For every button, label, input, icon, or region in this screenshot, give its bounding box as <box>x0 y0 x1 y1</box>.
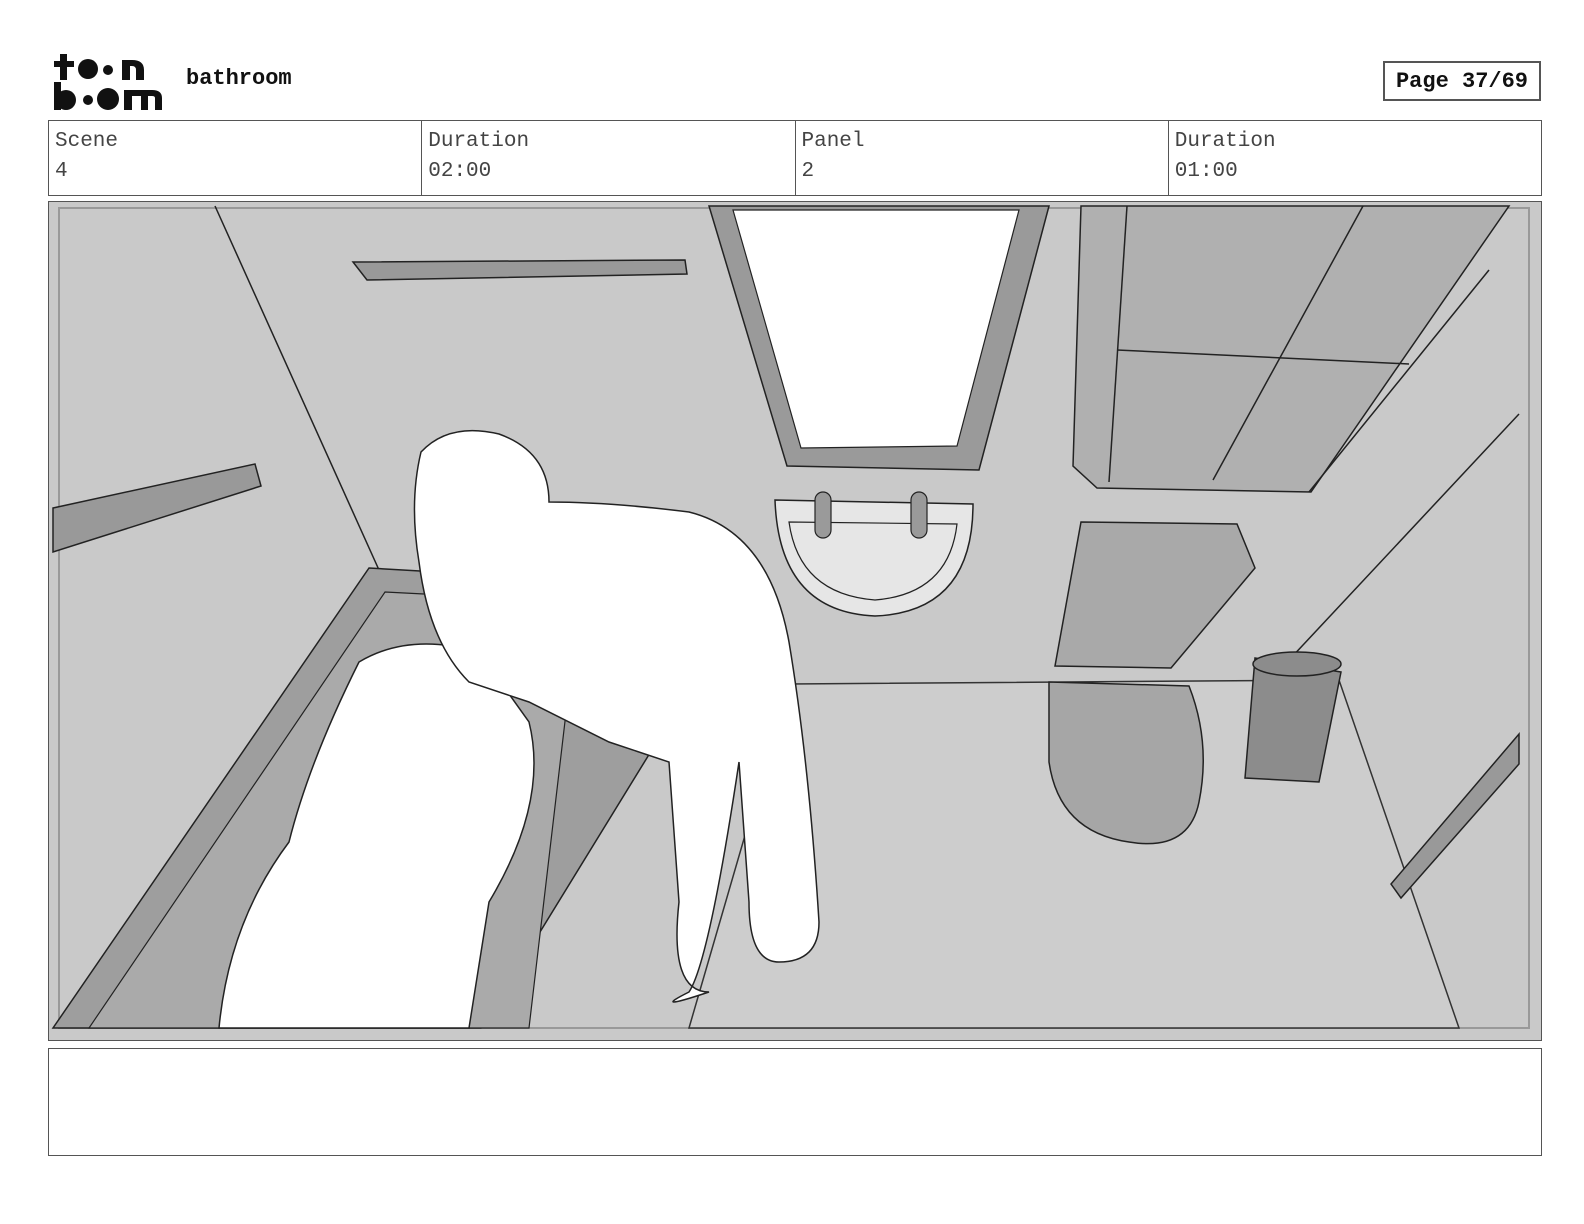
panel-notes <box>48 1048 1542 1156</box>
panel-sketch <box>49 202 1541 1040</box>
panel-value: 2 <box>801 160 815 183</box>
scene-value: 4 <box>55 160 68 183</box>
window-glass <box>732 209 1020 449</box>
scene-duration-label: Duration <box>428 130 530 153</box>
panel-label: Panel <box>801 130 865 153</box>
figure-leaning <box>413 429 820 1003</box>
panel-duration-cell: Duration 01:00 <box>1169 121 1541 195</box>
vent <box>351 259 688 281</box>
cabinet <box>1072 205 1511 493</box>
storyboard-title: bathroom <box>186 66 292 91</box>
wall-shelf <box>52 463 262 554</box>
panel-duration-label: Duration <box>1174 130 1276 153</box>
scene-info-table: Scene 4 Duration 02:00 Panel 2 Duration … <box>48 120 1542 196</box>
storyboard-panel <box>48 201 1542 1041</box>
toilet-bowl <box>1048 681 1204 845</box>
page-indicator: Page 37/69 <box>1383 61 1541 101</box>
toilet-tank <box>1054 521 1256 669</box>
scene-duration-value: 02:00 <box>428 160 492 183</box>
scene-duration-cell: Duration 02:00 <box>422 121 796 195</box>
panel-cell: Panel 2 <box>796 121 1169 195</box>
scene-label: Scene <box>55 130 119 153</box>
panel-duration-value: 01:00 <box>1174 160 1238 183</box>
scene-cell: Scene 4 <box>49 121 423 195</box>
toon-boom-logo <box>54 54 162 110</box>
